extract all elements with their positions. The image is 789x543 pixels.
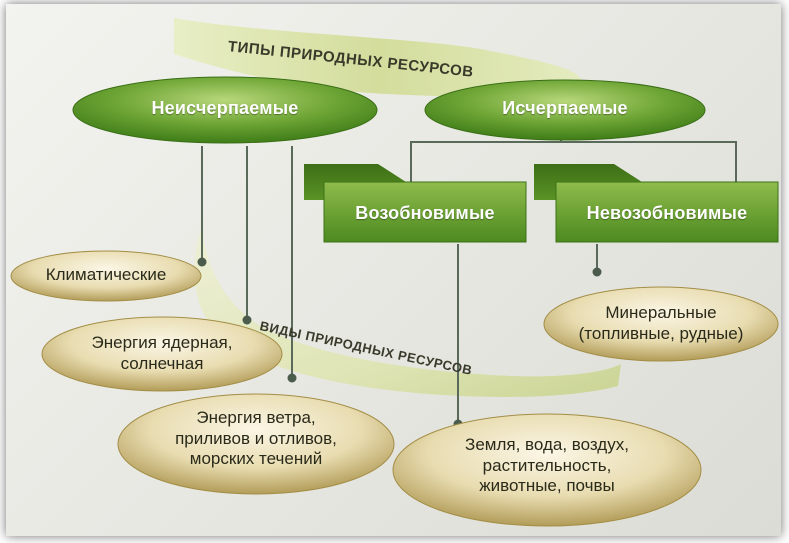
label-wind-tides: Энергия ветра, приливов и отливов, морск… [118,408,394,470]
folder-renewable [304,164,527,243]
label-earth-water-line: Земля, вода, воздух, [465,435,629,454]
label-nuclear-solar-line: солнечная [120,353,204,373]
label-renewable: Возобновимые [355,203,495,223]
title-ribbon [174,18,582,97]
label-mineral-line: Минеральные [605,303,717,322]
oval-nuclear-solar [41,316,283,392]
oval-wind-tides [117,393,395,495]
diagram-canvas [10,18,779,527]
label-wind-tides-line: Энергия ветра, [196,408,316,427]
label-wind-tides-line: приливов и отливов, [175,428,337,448]
label-inexhaustible: Неисчерпаемые [151,98,299,118]
label-earth-water: Земля, вода, воздух, растительность, жив… [393,435,701,497]
label-exhaustible: Исчерпаемые [502,98,628,118]
label-mineral-line: (топливные, рудные) [578,323,744,343]
label-nuclear-solar-line: Энергия ядерная, [91,333,233,352]
label-mineral: Минеральные (топливные, рудные) [544,303,778,344]
label-wind-tides-line: морских течений [189,449,323,469]
label-nuclear-solar: Энергия ядерная, солнечная [42,333,282,374]
oval-mineral [543,286,779,362]
diagram-frame: ТИПЫ ПРИРОДНЫХ РЕСУРСОВ ВИДЫ ПРИРОДНЫХ Р… [6,4,781,536]
oval-inexhaustible [72,76,378,144]
oval-climatic [10,250,202,302]
connector-lines [201,132,737,424]
subtitle-ribbon [194,226,621,397]
oval-earth-water [392,413,702,527]
label-climatic: Климатические [45,265,167,284]
label-nonrenewable: Невозобновимые [586,203,748,223]
label-earth-water-line: животные, почвы [479,476,615,496]
folder-nonrenewable [534,164,779,243]
label-earth-water-line: растительность, [482,455,612,475]
oval-exhaustible [424,79,706,141]
